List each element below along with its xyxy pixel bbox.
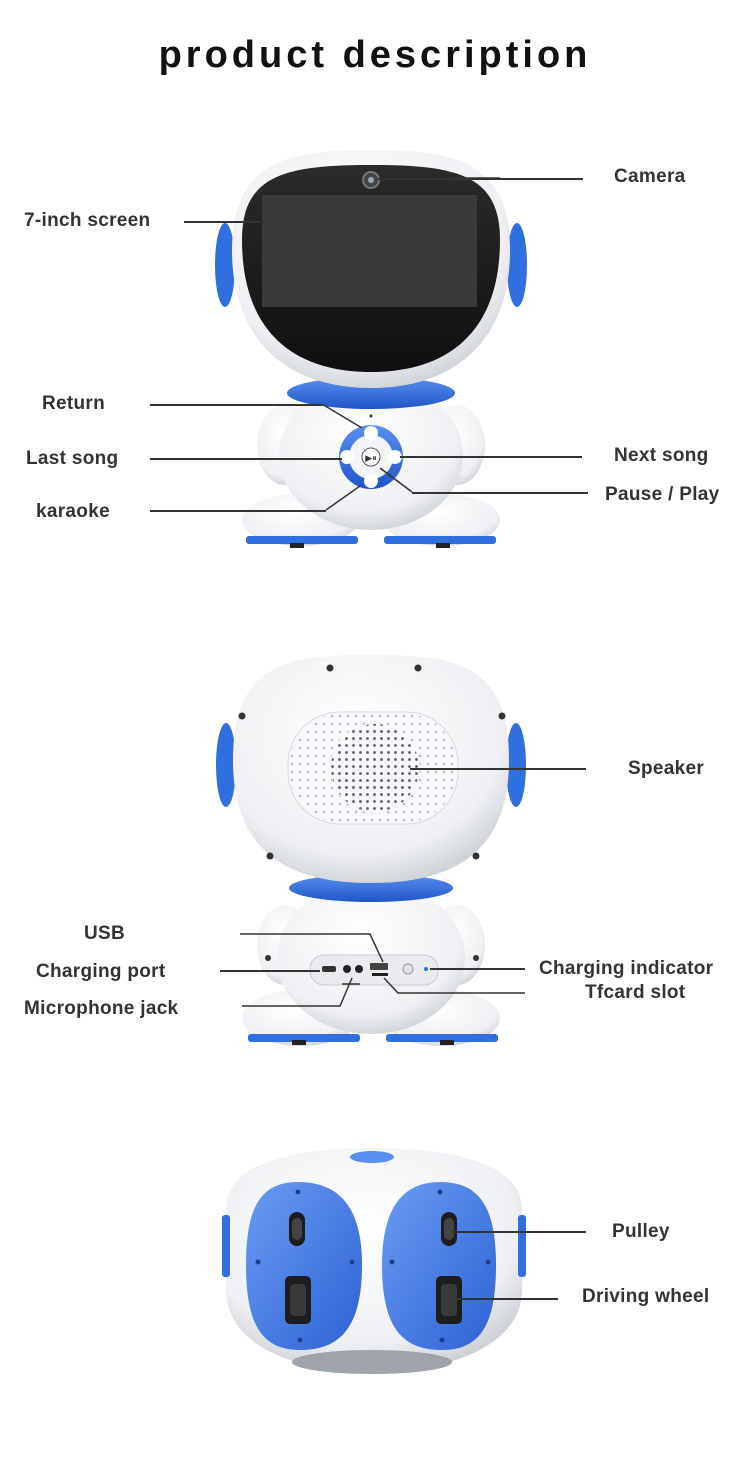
leader-pulley: [452, 1231, 586, 1233]
label-speaker: Speaker: [628, 758, 705, 779]
leader-return: [150, 404, 322, 406]
robot-front-illustration: ▶⏸: [215, 150, 527, 548]
label-charging-indicator: Charging indicator: [539, 958, 714, 979]
leader-last-song: [150, 458, 342, 460]
leader-karaoke: [150, 510, 326, 512]
label-usb: USB: [84, 923, 126, 944]
label-driving-wheel: Driving wheel: [582, 1286, 710, 1307]
label-karaoke: karaoke: [36, 501, 110, 522]
label-microphone-jack: Microphone jack: [24, 998, 179, 1019]
svg-text:▶⏸: ▶⏸: [365, 454, 376, 464]
label-next-song: Next song: [614, 445, 709, 466]
leader-speaker: [410, 768, 586, 770]
page-title: product description: [158, 34, 592, 76]
label-screen: 7-inch screen: [24, 210, 151, 231]
label-charging-port: Charging port: [36, 961, 166, 982]
leader-driving-wheel: [452, 1298, 558, 1300]
front-diagonal-leaders: [321, 177, 500, 511]
robot-bottom-illustration: [222, 1148, 526, 1374]
label-last-song: Last song: [26, 448, 119, 469]
label-pulley: Pulley: [612, 1221, 670, 1242]
label-return: Return: [42, 393, 106, 414]
leader-charging-indicator: [430, 968, 525, 970]
label-pause-play: Pause / Play: [605, 484, 720, 505]
leader-next-song: [400, 456, 582, 458]
leader-screen: [184, 221, 264, 223]
leader-charging-port: [220, 970, 320, 972]
label-tfcard-slot: Tfcard slot: [585, 982, 686, 1003]
leader-pause-play: [412, 492, 588, 494]
robot-back-illustration: [216, 655, 526, 1046]
label-camera: Camera: [614, 166, 686, 187]
